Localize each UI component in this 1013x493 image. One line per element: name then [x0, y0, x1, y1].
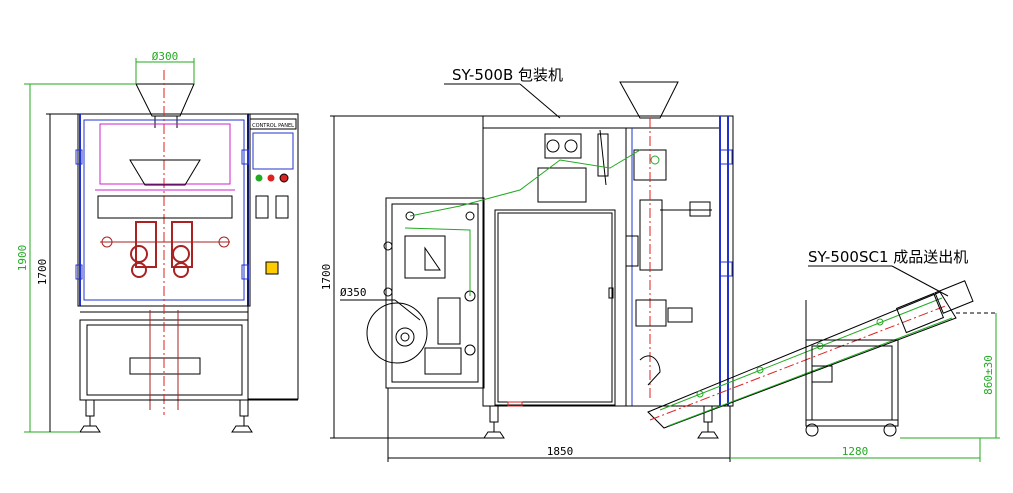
dim-film-roll-diameter: Ø350 [340, 286, 367, 299]
touch-screen [252, 132, 294, 170]
dim-discharge-height: 860±30 [982, 355, 995, 395]
conveyor-view [647, 280, 998, 437]
dim-conveyor-length: 1280 [842, 445, 869, 458]
conveyor-belt [647, 291, 957, 429]
side-dimensions [330, 115, 1000, 462]
dim-total-length: 1850 [547, 445, 574, 458]
control-cabinet-front [247, 113, 299, 400]
film-roll [366, 302, 428, 364]
front-view: CONTROL PANEL [75, 70, 299, 433]
conveyor-motor [895, 292, 945, 334]
dim-total-height: 1900 [16, 245, 29, 272]
dim-front-body-height: 1700 [36, 259, 49, 286]
side-view [366, 81, 734, 439]
conveyor-base [805, 339, 899, 427]
side-door [494, 209, 616, 406]
film-unit [385, 197, 485, 389]
hopper-side [619, 81, 679, 119]
label-conveyor: SY-500SC1 成品送出机 [808, 248, 968, 266]
leader-lines [444, 83, 949, 297]
dim-hopper-diameter: Ø300 [152, 50, 179, 63]
front-dimensions [24, 58, 195, 433]
label-packing-machine: SY-500B 包装机 [452, 66, 563, 84]
dim-side-body-height: 1700 [320, 264, 333, 291]
control-panel-header: CONTROL PANEL [252, 123, 294, 129]
hopper-front [135, 83, 195, 117]
